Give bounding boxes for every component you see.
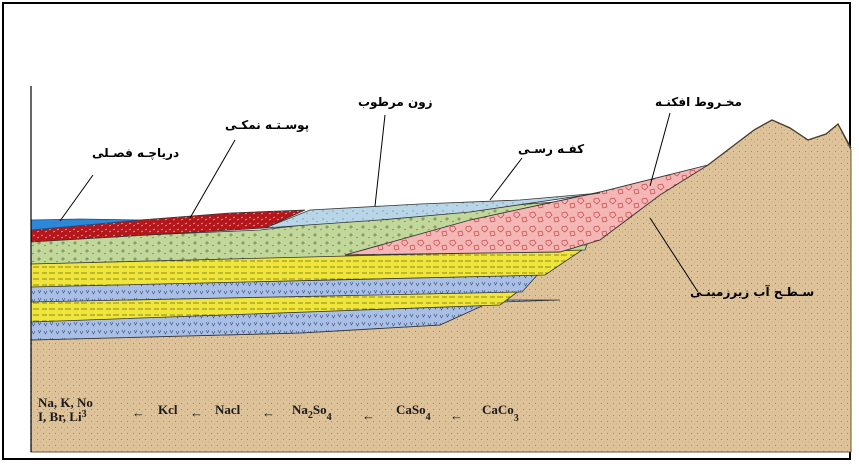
label-salt-crust: پوسـتـه نمکـی xyxy=(225,118,309,132)
chem-caco3-sub: 3 xyxy=(514,413,519,424)
chem-row2: I, Br, Li3 xyxy=(38,409,87,424)
chem-caso4-a: CaSo xyxy=(396,402,426,417)
arrow-4: ← xyxy=(362,408,375,423)
label-wet-zone: زون مرطوب xyxy=(358,95,433,109)
leader-seasonal-lake xyxy=(60,175,93,221)
chem-na2so4-a: Na xyxy=(292,402,308,417)
leader-wet-zone xyxy=(375,115,385,206)
chem-na2so4-b: So xyxy=(313,402,327,417)
arrow-1: ← xyxy=(132,405,145,420)
chem-nacl: Nacl xyxy=(215,402,241,417)
leader-clay-floor xyxy=(490,158,522,200)
label-seasonal-lake: دریاچـه فصـلی xyxy=(92,146,179,160)
chem-row1: Na, K, No xyxy=(38,395,93,410)
label-alluvial-fan: مخـروط افکنـه xyxy=(655,95,742,109)
chem-na2so4-sub2: 4 xyxy=(327,412,332,423)
chem-row2-sub: 3 xyxy=(82,409,87,420)
chem-kcl: Kcl xyxy=(158,402,178,417)
label-groundwater: سـطـح آب زیرزمینـی xyxy=(690,285,814,299)
label-clay-floor: کفـه رسـی xyxy=(518,142,584,156)
chem-row2-text: I, Br, Li xyxy=(38,409,82,424)
chem-caco3-a: CaCo xyxy=(482,402,514,417)
arrow-2: ← xyxy=(190,405,203,420)
arrow-3: ← xyxy=(262,405,275,420)
chem-caso4-sub: 4 xyxy=(426,412,431,423)
leader-salt-crust xyxy=(190,140,235,218)
arrow-5: ← xyxy=(450,408,463,423)
